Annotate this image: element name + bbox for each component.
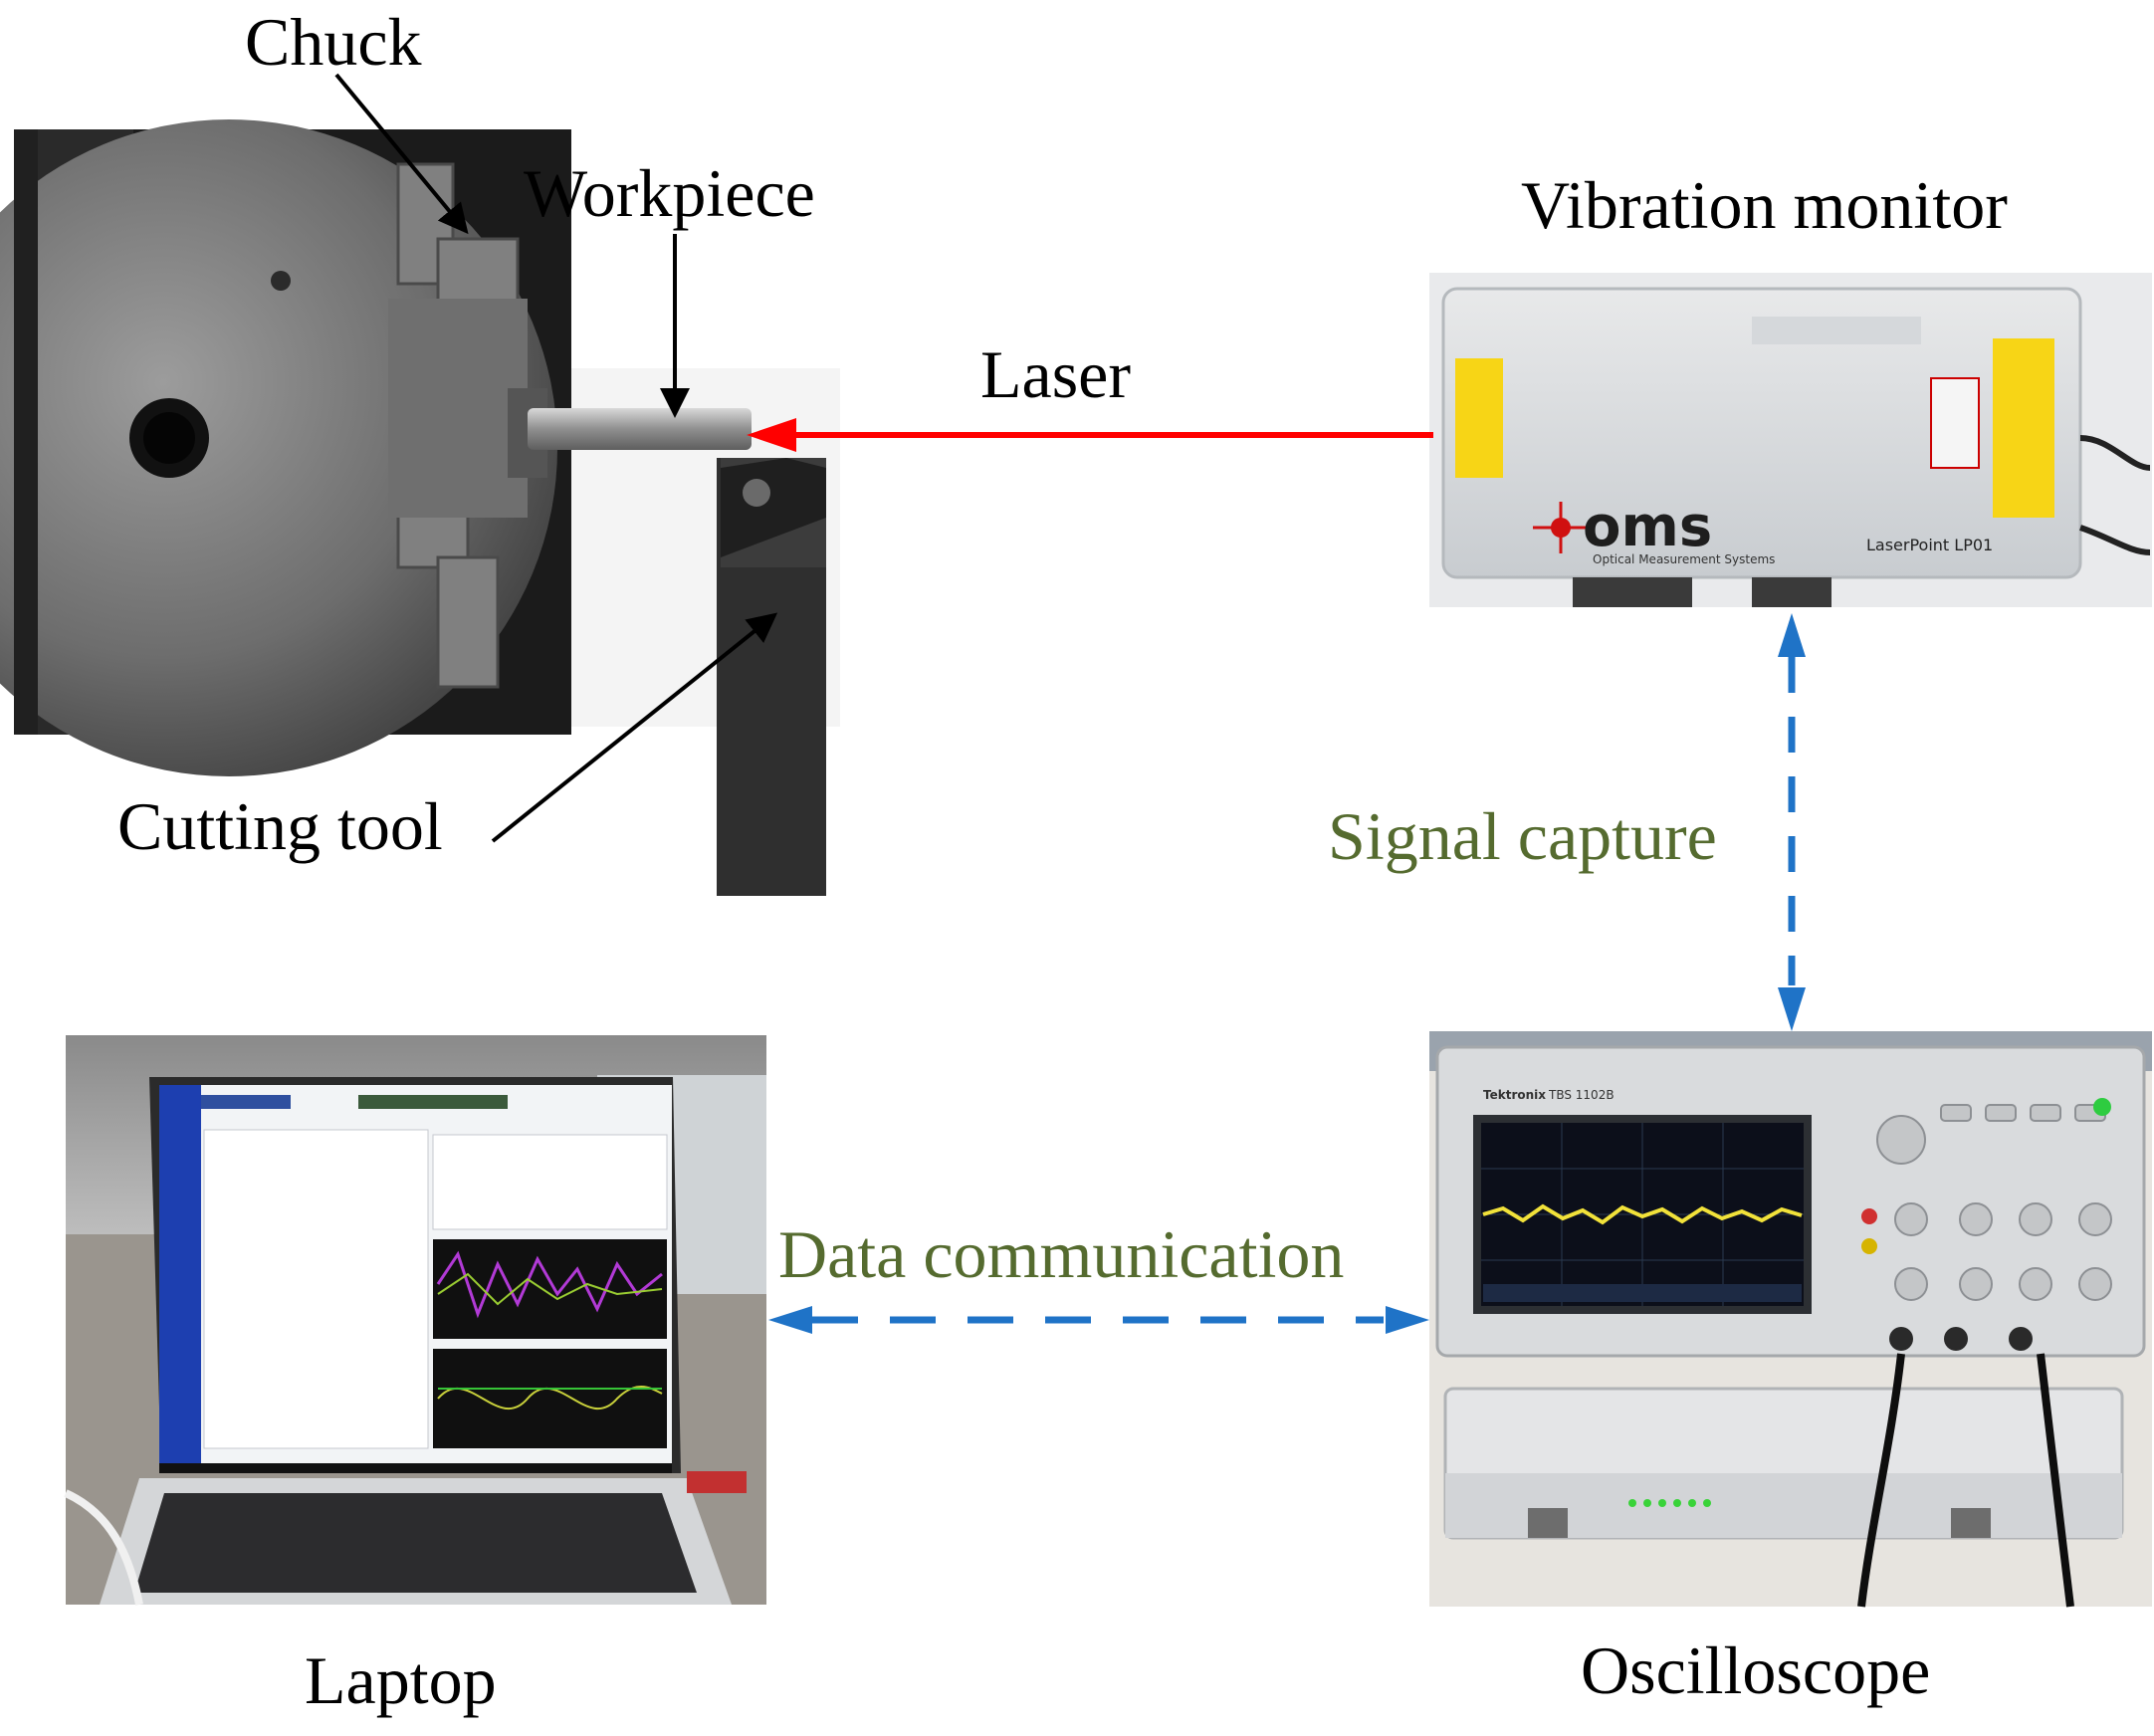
laser-label: Laser bbox=[980, 336, 1132, 412]
lathe-chuck-photo bbox=[0, 119, 571, 776]
oscilloscope-trace bbox=[1482, 1203, 1803, 1225]
laptop-chart-2 bbox=[433, 1349, 667, 1448]
laser-vibrometer-photo: oms Optical Measurement Systems LaserPoi… bbox=[1429, 273, 2152, 607]
data-communication-label: Data communication bbox=[778, 1216, 1345, 1292]
cutting-tool-label: Cutting tool bbox=[117, 788, 443, 864]
oscilloscope-label: Oscilloscope bbox=[1581, 1632, 1931, 1708]
signal-capture-arrow bbox=[1778, 613, 1806, 1031]
oscilloscope-model: TBS 1102B bbox=[1548, 1088, 1615, 1102]
laptop-chart-1 bbox=[433, 1239, 667, 1339]
vibration-monitor-label: Vibration monitor bbox=[1521, 167, 2008, 243]
workpiece-rod bbox=[528, 408, 752, 450]
laptop-photo bbox=[64, 1035, 766, 1606]
signal-capture-label: Signal capture bbox=[1328, 798, 1717, 874]
oms-logo: oms bbox=[1533, 495, 1712, 559]
svg-text:oms: oms bbox=[1583, 495, 1712, 559]
chuck-label: Chuck bbox=[245, 4, 422, 80]
cutting-tool-pointer-arrow bbox=[491, 612, 778, 843]
chuck-pointer-arrow bbox=[334, 73, 469, 235]
oscilloscope-controls bbox=[1876, 1104, 2112, 1301]
vibrometer-model: LaserPoint LP01 bbox=[1866, 536, 1993, 554]
warning-label-left bbox=[1455, 358, 1503, 478]
vibrometer-subtitle: Optical Measurement Systems bbox=[1593, 552, 1775, 566]
oscilloscope-photo: Tektronix TBS 1102B bbox=[1429, 1031, 2152, 1608]
warning-label-right bbox=[1993, 338, 2054, 518]
laser-arrowhead bbox=[747, 418, 796, 452]
workpiece-label: Workpiece bbox=[524, 155, 815, 231]
cutting-tool bbox=[717, 458, 826, 896]
oscilloscope-brand: Tektronix bbox=[1483, 1088, 1546, 1102]
laptop-label: Laptop bbox=[305, 1642, 497, 1718]
data-communication-arrow bbox=[768, 1306, 1429, 1334]
